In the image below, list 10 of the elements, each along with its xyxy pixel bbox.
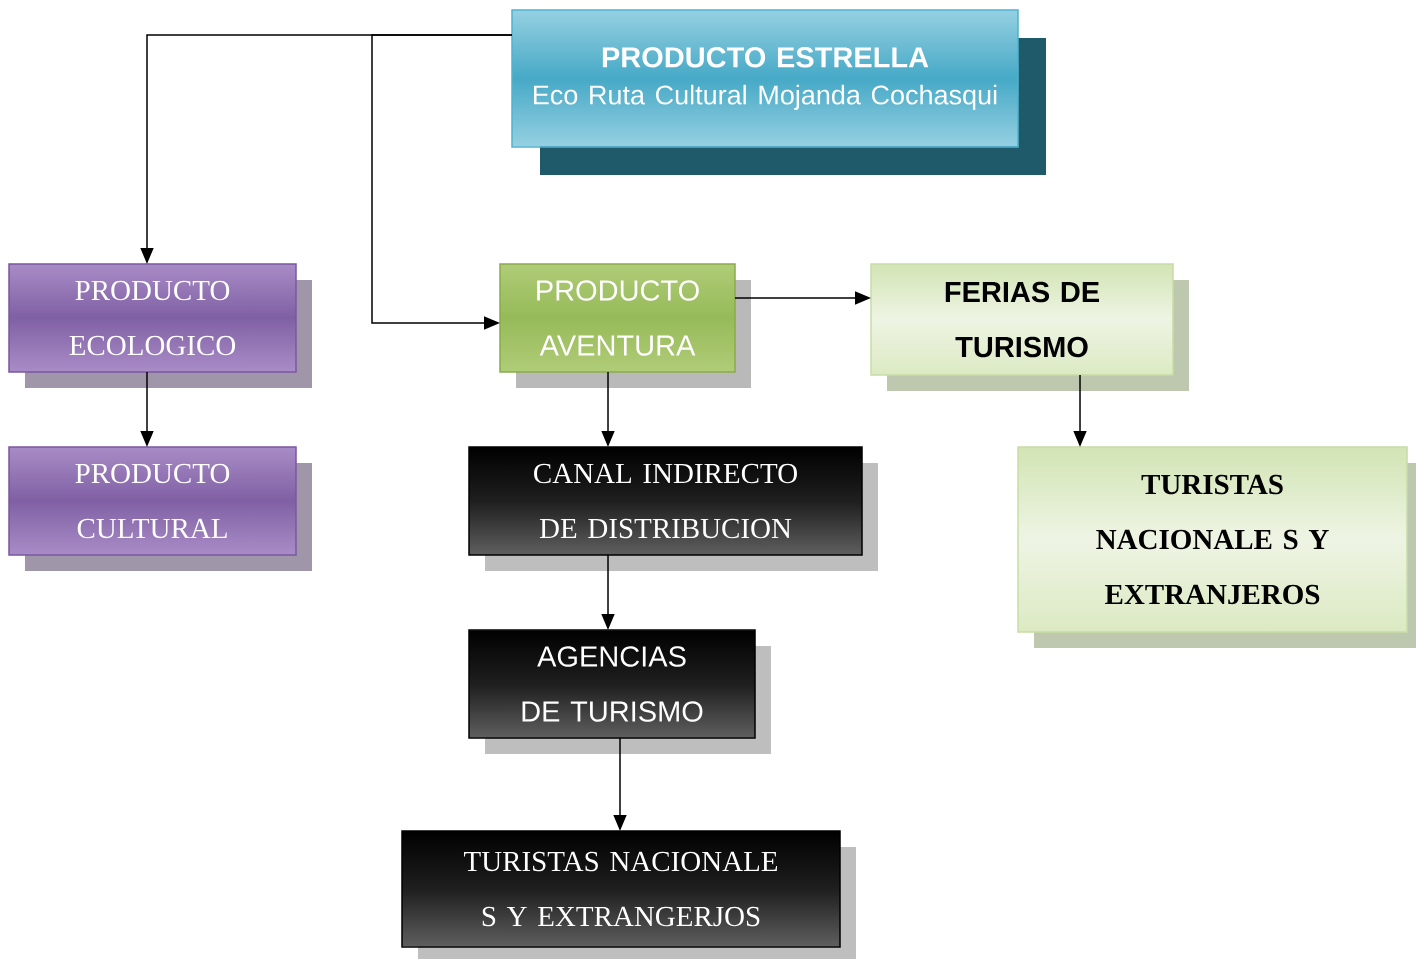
arrow	[371, 34, 513, 330]
process-box: PRODUCTO ECOLOGICO	[8, 263, 312, 388]
process-box: CANAL INDIRECTO DE DISTRIBUCION	[468, 446, 878, 571]
process-box: AGENCIAS DE TURISMO	[468, 629, 771, 754]
process-box: TURISTAS NACIONALE S Y EXTRANJEROS	[1017, 446, 1416, 648]
process-box: PRODUCTO AVENTURA	[499, 263, 751, 388]
process-box: PRODUCTO ESTRELLA Eco Ruta Cultural Mojanda Cochasqui	[511, 9, 1046, 175]
process-box: PRODUCTO CULTURAL	[8, 446, 312, 571]
process-box: TURISTAS NACIONALE S Y EXTRANGERJOS	[401, 830, 856, 959]
process-box: FERIAS DE TURISMO	[870, 263, 1189, 391]
